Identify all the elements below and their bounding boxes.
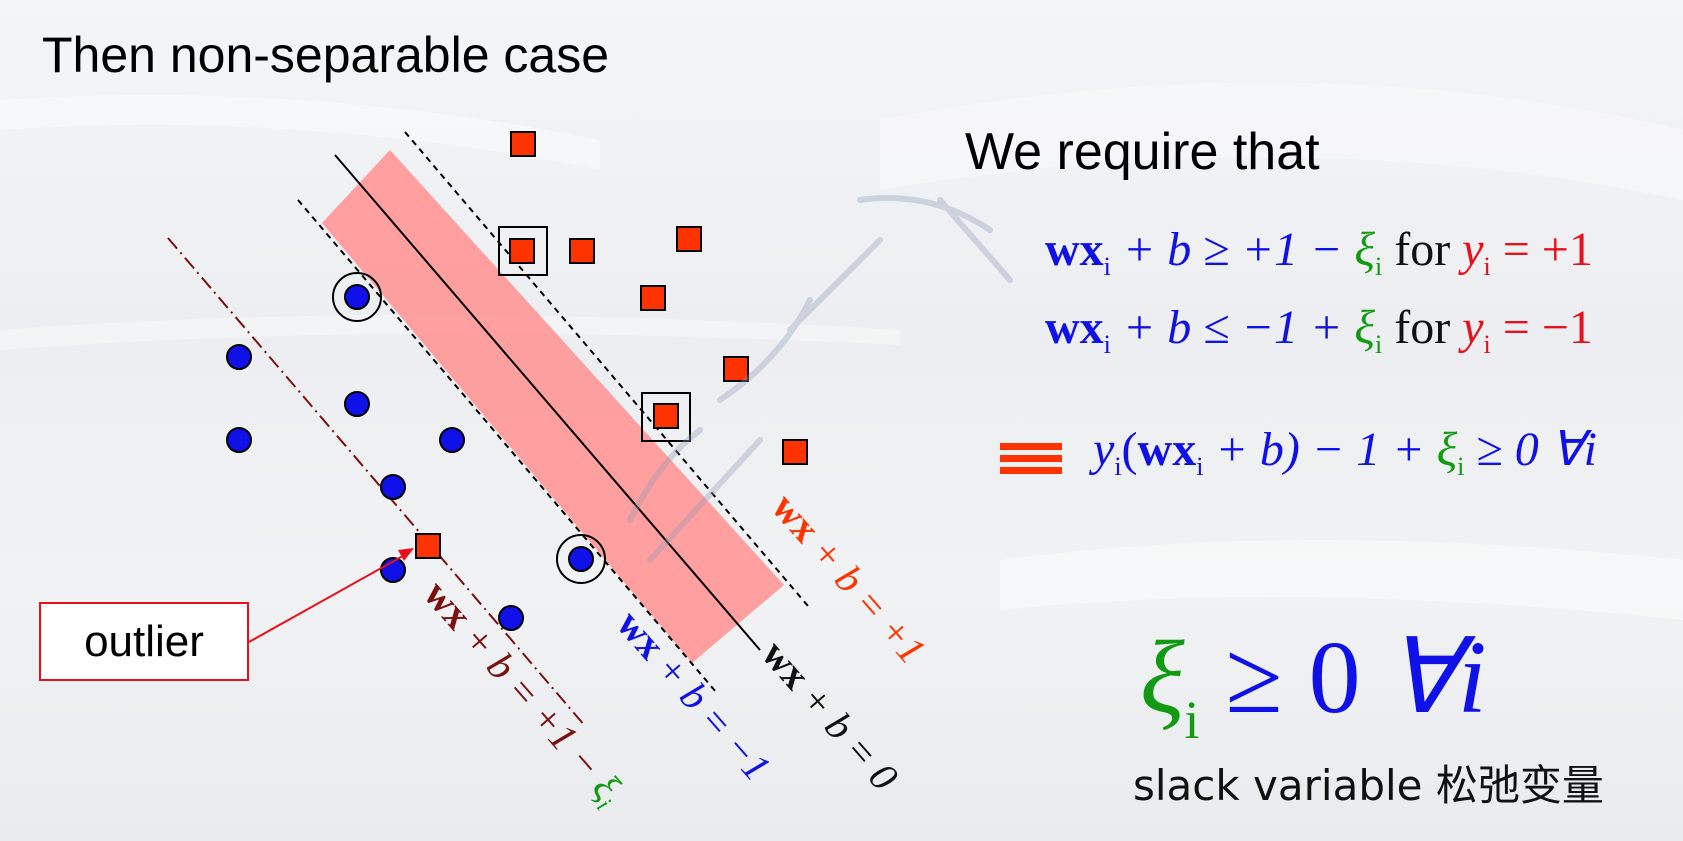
eq-lhs: + b ≥ +1 −	[1110, 223, 1355, 276]
eq-y: y	[1093, 423, 1115, 476]
slack-line	[167, 237, 586, 727]
margin-line-upper	[404, 131, 809, 607]
combined-constraint: yi(wxi + b) − 1 + ξi ≥ 0 ∀i	[1093, 423, 1597, 481]
slack-xi: ξ	[1140, 620, 1185, 735]
eq-y: y	[1462, 301, 1484, 354]
negative-point	[439, 427, 465, 453]
slide-title: Then non-separable case	[42, 27, 610, 83]
eq-rhs: = −1	[1490, 301, 1593, 354]
eq-for: for	[1382, 301, 1463, 354]
equivalence-icon	[1000, 443, 1062, 479]
outlier-label-box: outlier	[39, 602, 249, 681]
slack-variable-label: slack variable 松弛变量	[1133, 761, 1604, 810]
decision-boundary-line	[334, 154, 761, 651]
outlier-arrowhead	[398, 548, 414, 561]
support-vector-marker	[498, 226, 548, 276]
eq-rhs: = +1	[1490, 223, 1593, 276]
eq-w: wx	[1045, 301, 1104, 354]
margin-band	[322, 150, 784, 663]
positive-point	[569, 238, 595, 264]
negative-class-points	[226, 284, 594, 631]
eq-xi: ξ	[1436, 423, 1458, 476]
margin-line-lower	[297, 199, 717, 693]
eq-lhs: + b ≤ −1 +	[1110, 301, 1355, 354]
negative-point	[344, 391, 370, 417]
negative-point	[380, 474, 406, 500]
watermark	[627, 195, 1013, 563]
positive-point	[676, 226, 702, 252]
label-zero: wx + b = 0	[753, 631, 907, 799]
positive-point	[509, 238, 535, 264]
constraint-negative: wxi + b ≤ −1 + ξi for yi = −1	[1045, 301, 1593, 359]
positive-point	[640, 285, 666, 311]
eq-for: for	[1382, 223, 1463, 276]
eq-xi: ξ	[1354, 223, 1375, 276]
negative-point	[568, 546, 594, 572]
positive-class-points	[415, 131, 808, 559]
eq-w: wx	[1045, 223, 1104, 276]
outlier-arrow	[248, 551, 411, 643]
outlier-point	[415, 533, 441, 559]
negative-point	[498, 605, 524, 631]
support-vector-marker	[641, 392, 691, 442]
label-minus-one-minus-xi: wx + b = +1 − ξi	[411, 571, 633, 816]
eq-tail: ≥ 0 ∀i	[1464, 423, 1597, 476]
positive-point	[782, 439, 808, 465]
constraint-positive: wxi + b ≥ +1 − ξi for yi = +1	[1045, 223, 1593, 281]
require-heading: We require that	[965, 123, 1320, 181]
slack-forall: ∀i	[1386, 620, 1487, 735]
positive-point	[653, 403, 679, 429]
negative-point	[226, 427, 252, 453]
outlier-label: outlier	[84, 616, 204, 666]
negative-point	[344, 284, 370, 310]
eq-mid: + b) − 1 +	[1203, 423, 1437, 476]
eq-w: wx	[1137, 423, 1197, 476]
slack-constraint: ξi ≥ 0 ∀i	[1140, 620, 1487, 750]
positive-point	[510, 131, 536, 157]
eq-xi: ξ	[1354, 301, 1375, 354]
negative-point	[226, 344, 252, 370]
positive-point	[723, 356, 749, 382]
support-vector-marker	[556, 534, 606, 584]
eq-y: y	[1462, 223, 1484, 276]
support-vector-marker	[332, 272, 382, 322]
